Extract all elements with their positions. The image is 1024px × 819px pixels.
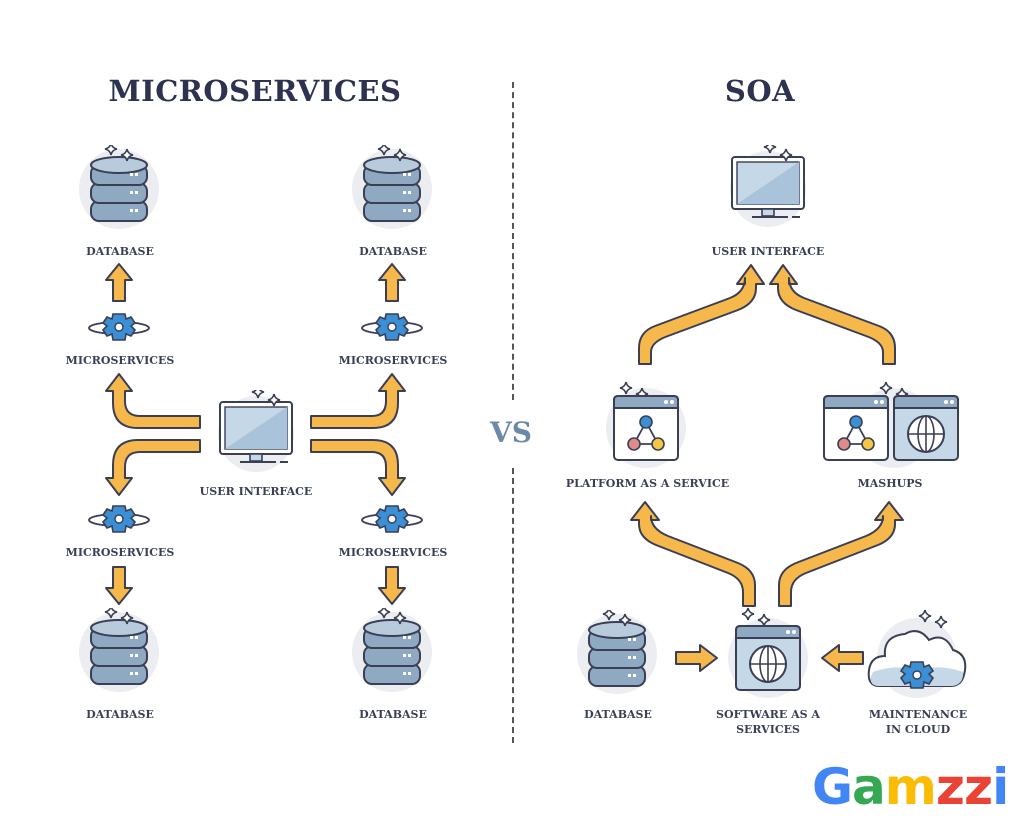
soa-title: SOA xyxy=(724,74,796,108)
arrow-db-to-saas-icon xyxy=(675,644,718,672)
monitor-icon xyxy=(726,145,812,229)
soa-software-label-line1: SOFTWARE AS A xyxy=(716,708,820,721)
ms-user-interface-label: USER INTERFACE xyxy=(199,485,313,498)
cloud-gear-icon xyxy=(867,609,967,698)
ms-bottom-left-database-label: DATABASE xyxy=(86,708,154,721)
divider-top xyxy=(512,82,514,400)
arrow-curve-down-right-icon xyxy=(310,439,406,496)
vs-label: VS xyxy=(490,416,532,449)
microservices-title: MICROSERVICES xyxy=(108,74,402,108)
ms-bottom-left-service-label: MICROSERVICES xyxy=(65,546,175,559)
arrow-saas-to-mashups-icon xyxy=(778,501,904,607)
soa-software-label-line2: SERVICES xyxy=(736,723,800,736)
database-icon xyxy=(575,610,661,700)
ms-top-left-database-label: DATABASE xyxy=(86,245,154,258)
gear-icon xyxy=(88,313,150,341)
logo-letter: m xyxy=(884,758,937,816)
arrow-up-icon xyxy=(105,263,133,302)
ms-top-right-database-label: DATABASE xyxy=(359,245,427,258)
logo-letter: G xyxy=(812,758,853,816)
soa-platform-label: PLATFORM AS A SERVICE xyxy=(565,477,730,490)
arrow-cloud-to-saas-icon xyxy=(821,644,864,672)
database-icon xyxy=(77,145,163,235)
ms-bottom-right-service-label: MICROSERVICES xyxy=(338,546,448,559)
arrow-curve-up-right-icon xyxy=(310,373,406,429)
logo-letter: a xyxy=(852,758,886,816)
platform-window-icon xyxy=(613,395,679,461)
gamzzi-logo: Gamzzi xyxy=(812,758,1009,816)
monitor-icon xyxy=(214,390,300,474)
logo-letter: i xyxy=(992,758,1009,816)
database-icon xyxy=(77,608,163,698)
soa-maintenance-label-line1: MAINTENANCE xyxy=(868,708,968,721)
software-window-globe-icon xyxy=(735,625,801,691)
soa-database-label: DATABASE xyxy=(584,708,652,721)
arrow-down-icon xyxy=(105,566,133,605)
arrow-paas-to-ui-icon xyxy=(638,264,765,365)
arrow-curve-up-left-icon xyxy=(105,373,201,429)
arrow-down-icon xyxy=(378,566,406,605)
ms-bottom-right-database-label: DATABASE xyxy=(359,708,427,721)
arrow-saas-to-paas-icon xyxy=(630,501,756,607)
database-icon xyxy=(350,608,436,698)
logo-letter: z xyxy=(935,758,965,816)
gear-icon xyxy=(361,313,423,341)
gear-icon xyxy=(88,505,150,533)
logo-letter: z xyxy=(964,758,993,816)
arrow-mashups-to-ui-icon xyxy=(769,264,896,365)
arrow-curve-down-left-icon xyxy=(105,439,201,496)
mashups-window-globe-icon xyxy=(893,395,959,461)
soa-mashups-label: MASHUPS xyxy=(857,477,923,490)
gear-icon xyxy=(361,505,423,533)
mashups-window-graph-icon xyxy=(823,395,889,461)
ms-top-right-service-label: MICROSERVICES xyxy=(338,354,448,367)
database-icon xyxy=(350,145,436,235)
ms-top-left-service-label: MICROSERVICES xyxy=(65,354,175,367)
soa-maintenance-label-line2: IN CLOUD xyxy=(885,723,951,736)
soa-user-interface-label: USER INTERFACE xyxy=(711,245,825,258)
divider-bottom xyxy=(512,468,514,743)
arrow-up-icon xyxy=(378,263,406,302)
